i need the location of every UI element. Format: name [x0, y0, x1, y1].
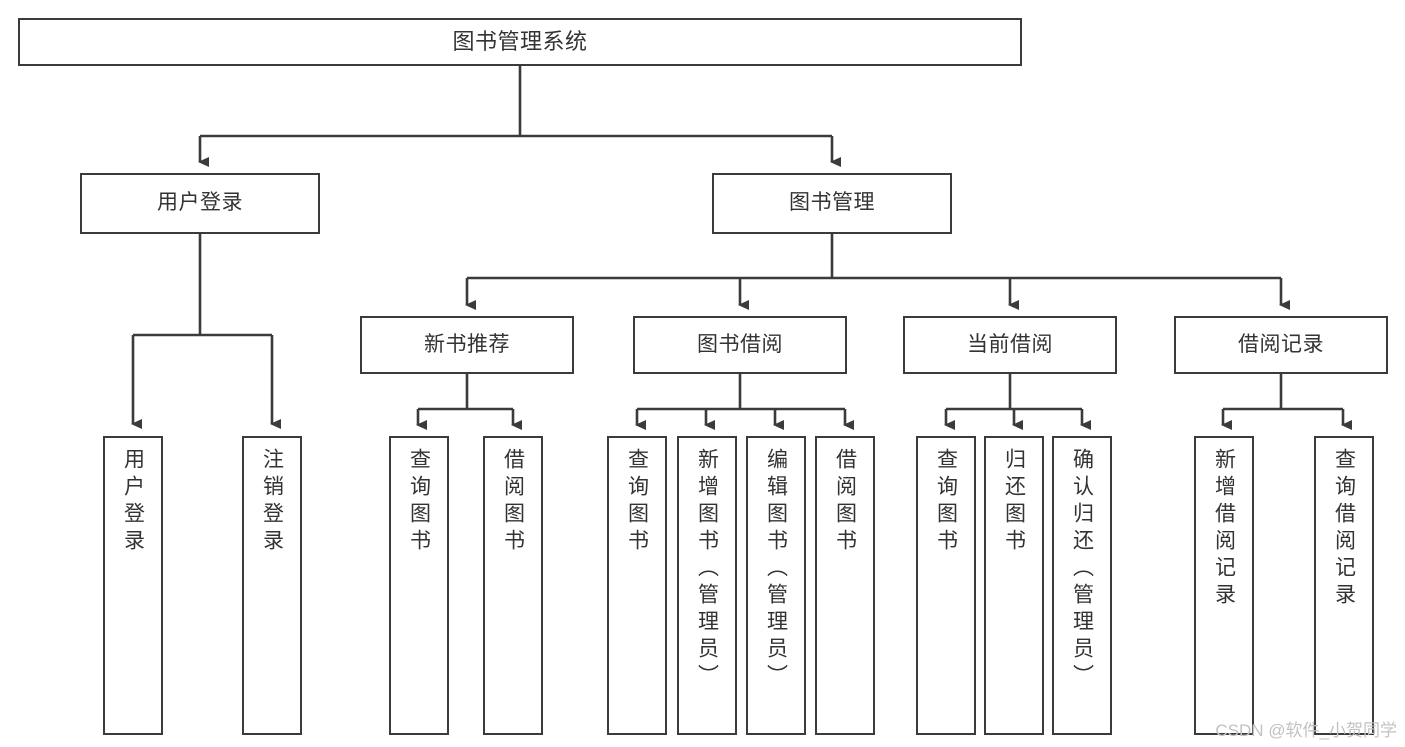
leaf-add-book-admin[interactable]: 新增图书（管理员）: [677, 436, 737, 735]
leaf-query-book-borrow[interactable]: 查询图书: [607, 436, 667, 735]
node-label: 编辑图书（管理员）: [764, 448, 788, 691]
node-label: 查询图书: [934, 448, 958, 556]
node-label: 归还图书: [1002, 448, 1026, 556]
node-book-borrow[interactable]: 图书借阅: [633, 316, 847, 374]
node-book-management[interactable]: 图书管理: [712, 173, 952, 234]
leaf-edit-book-admin[interactable]: 编辑图书（管理员）: [746, 436, 806, 735]
node-label: 新书推荐: [424, 332, 510, 356]
leaf-query-book-recommend[interactable]: 查询图书: [389, 436, 449, 735]
leaf-query-borrow-record[interactable]: 查询借阅记录: [1314, 436, 1374, 735]
leaf-query-book-current[interactable]: 查询图书: [916, 436, 976, 735]
node-label: 新增借阅记录: [1212, 448, 1236, 610]
node-label: 图书管理: [789, 191, 875, 215]
node-label: 查询图书: [407, 448, 431, 556]
leaf-add-borrow-record[interactable]: 新增借阅记录: [1194, 436, 1254, 735]
leaf-user-login[interactable]: 用户登录: [103, 436, 163, 735]
leaf-borrow-book[interactable]: 借阅图书: [815, 436, 875, 735]
node-new-book-recommend[interactable]: 新书推荐: [360, 316, 574, 374]
node-label: 图书借阅: [697, 332, 783, 356]
node-label: 查询图书: [625, 448, 649, 556]
node-label: 新增图书（管理员）: [695, 448, 719, 691]
leaf-return-book[interactable]: 归还图书: [984, 436, 1044, 735]
node-current-borrow[interactable]: 当前借阅: [903, 316, 1117, 374]
node-user-login[interactable]: 用户登录: [80, 173, 320, 234]
node-label: 注销登录: [260, 448, 284, 556]
node-label: 借阅记录: [1238, 332, 1324, 356]
node-label: 用户登录: [157, 191, 243, 215]
node-label: 图书管理系统: [452, 29, 588, 55]
leaf-logout-login[interactable]: 注销登录: [242, 436, 302, 735]
node-label: 确认归还（管理员）: [1070, 448, 1094, 691]
node-label: 用户登录: [121, 448, 145, 556]
node-label: 查询借阅记录: [1332, 448, 1356, 610]
node-root-system[interactable]: 图书管理系统: [18, 18, 1022, 66]
node-borrow-records[interactable]: 借阅记录: [1174, 316, 1388, 374]
node-label: 当前借阅: [967, 332, 1053, 356]
node-label: 借阅图书: [501, 448, 525, 556]
node-label: 借阅图书: [833, 448, 857, 556]
leaf-confirm-return-admin[interactable]: 确认归还（管理员）: [1052, 436, 1112, 735]
leaf-borrow-book-recommend[interactable]: 借阅图书: [483, 436, 543, 735]
